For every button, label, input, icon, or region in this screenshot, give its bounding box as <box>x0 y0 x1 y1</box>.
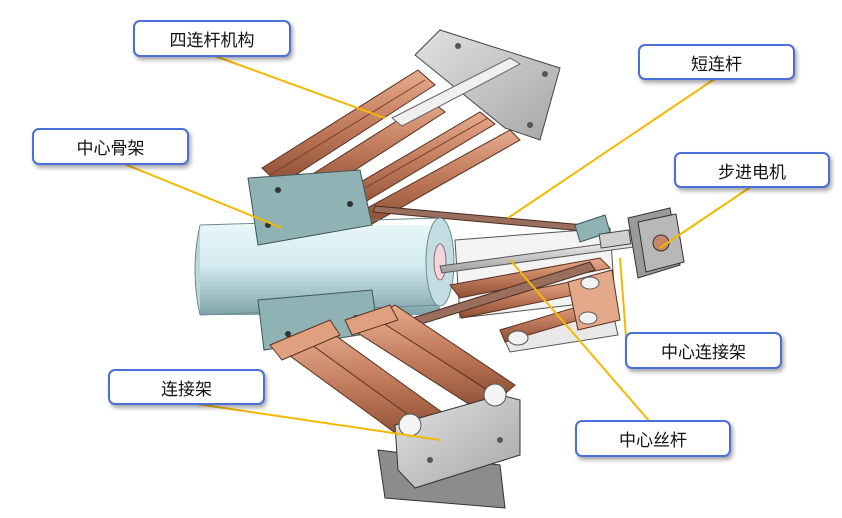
leader-connector <box>189 402 441 441</box>
leader-four-bar <box>211 54 386 119</box>
leader-short-link <box>507 77 717 219</box>
bottom-four-bar-linkage <box>269 304 516 441</box>
label-stepper-motor: 步进电机 <box>674 152 830 188</box>
center-mount-bracket <box>507 269 621 346</box>
label-center-mount: 中心连接架 <box>625 332 782 369</box>
label-short-link: 短连杆 <box>638 44 795 80</box>
top-end-plate <box>391 29 561 141</box>
top-four-bar-linkage <box>261 69 521 225</box>
label-connector: 连接架 <box>108 369 265 405</box>
stepper-motor <box>574 207 685 279</box>
label-center-frame: 中心骨架 <box>32 128 189 165</box>
leader-lead-screw <box>509 259 651 423</box>
bottom-end-plate <box>377 383 521 509</box>
label-four-bar: 四连杆机构 <box>133 20 291 57</box>
leader-stepper-motor <box>659 185 753 249</box>
label-lead-screw: 中心丝杆 <box>575 420 731 457</box>
leader-center-frame <box>121 162 283 229</box>
